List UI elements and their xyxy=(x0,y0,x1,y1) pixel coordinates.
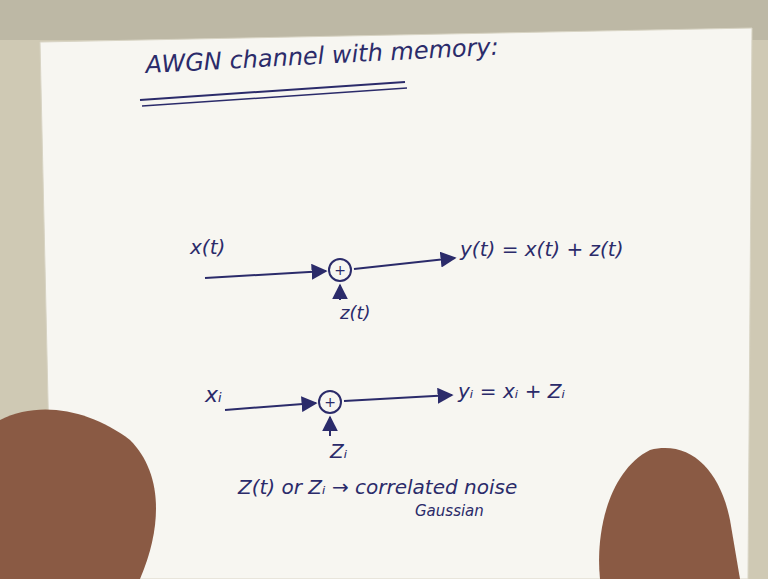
signal-label: y(t) = x(t) + z(t) xyxy=(460,238,623,260)
input-arrow xyxy=(225,403,316,410)
signal-label: xᵢ xyxy=(205,383,222,407)
adder-circle: + xyxy=(328,258,352,282)
output-arrow xyxy=(344,395,452,401)
adder-sign: + xyxy=(334,263,346,277)
presenter-hand xyxy=(599,448,740,579)
adder-circle: + xyxy=(318,390,342,414)
signal-label: Zᵢ xyxy=(330,440,347,462)
signal-label: x(t) xyxy=(190,236,225,258)
adder-sign: + xyxy=(324,395,336,409)
title-underline xyxy=(142,88,407,106)
input-arrow xyxy=(205,271,326,278)
output-arrow xyxy=(354,258,455,269)
note-text: Z(t) or Zᵢ → correlated noise xyxy=(238,476,517,498)
presenter-hand xyxy=(0,410,156,579)
signal-label: z(t) xyxy=(340,303,371,323)
signal-label: yᵢ = xᵢ + Zᵢ xyxy=(458,380,565,402)
noise-arrow xyxy=(329,417,331,436)
note-text: Gaussian xyxy=(415,503,484,520)
noise-arrow xyxy=(339,285,341,300)
